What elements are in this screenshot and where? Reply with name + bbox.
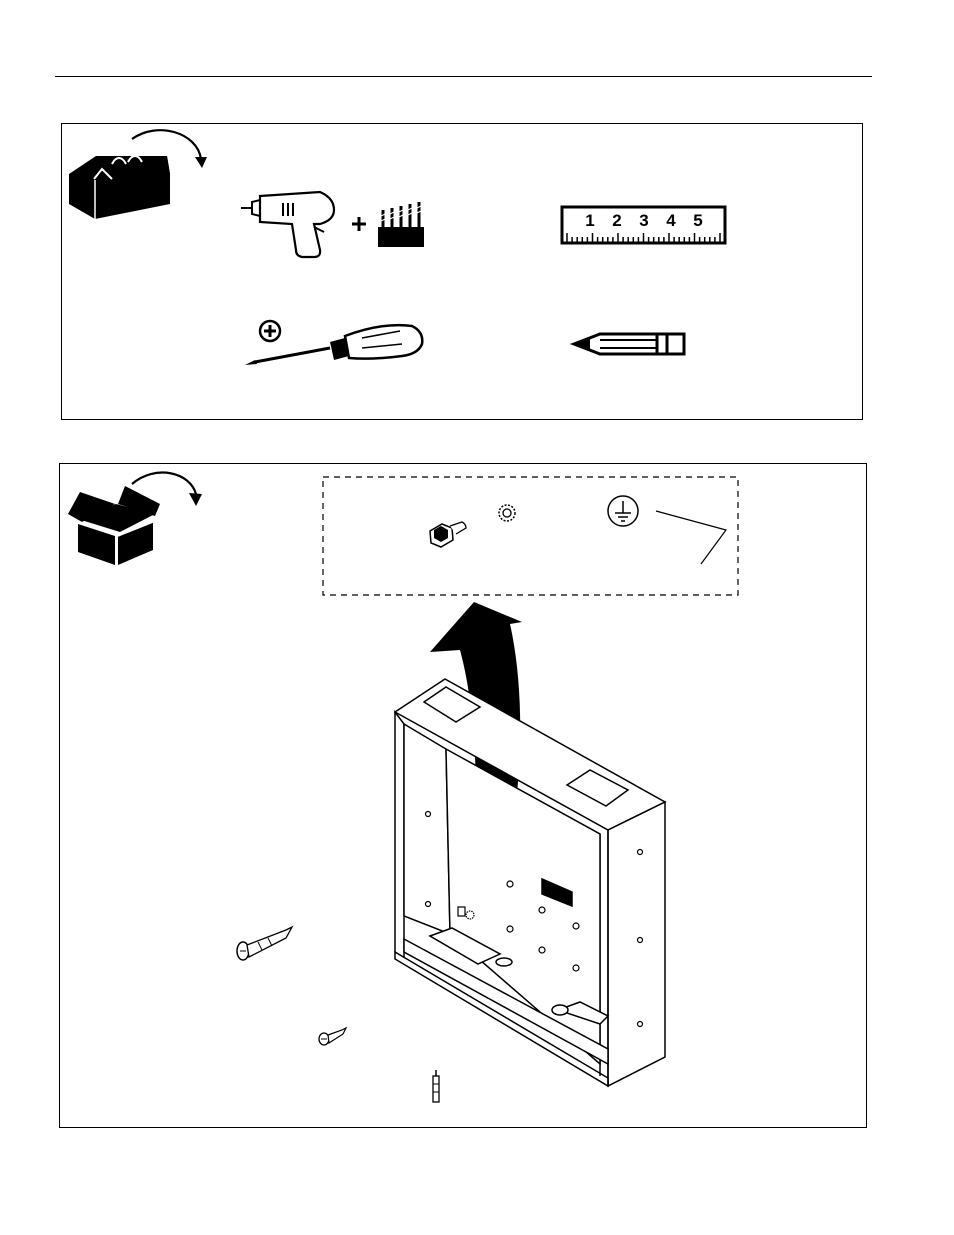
ground-symbol-icon [608, 496, 638, 526]
toolbox-icon [69, 130, 207, 219]
ruler-number: 5 [693, 211, 702, 230]
phillips-screwdriver-icon [245, 321, 422, 365]
screwdriver-bit-icon [433, 1070, 439, 1102]
wall-anchor-icon [237, 927, 292, 960]
ruler-number: 1 [585, 211, 594, 230]
drill-icon [241, 192, 334, 257]
ruler-number: 2 [612, 211, 621, 230]
ruler-number: 3 [639, 211, 648, 230]
parts-supplied-panel [59, 463, 867, 1128]
star-washer-icon [499, 505, 515, 521]
drill-bits-icon [378, 202, 424, 247]
ruler-number: 4 [666, 211, 676, 230]
leader-line [656, 511, 726, 564]
ground-nut-icon [430, 522, 466, 547]
hardware-bag-outline [323, 477, 738, 595]
wood-screw-icon [319, 1028, 346, 1045]
plus-sign [352, 217, 366, 231]
open-box-icon [68, 473, 202, 565]
tools-needed-panel: 1 2 3 4 5 [61, 123, 863, 420]
ruler-icon: 1 2 3 4 5 [562, 207, 725, 243]
pencil-icon [574, 334, 684, 354]
header-rule [55, 76, 872, 77]
wall-box-icon [395, 679, 665, 1086]
